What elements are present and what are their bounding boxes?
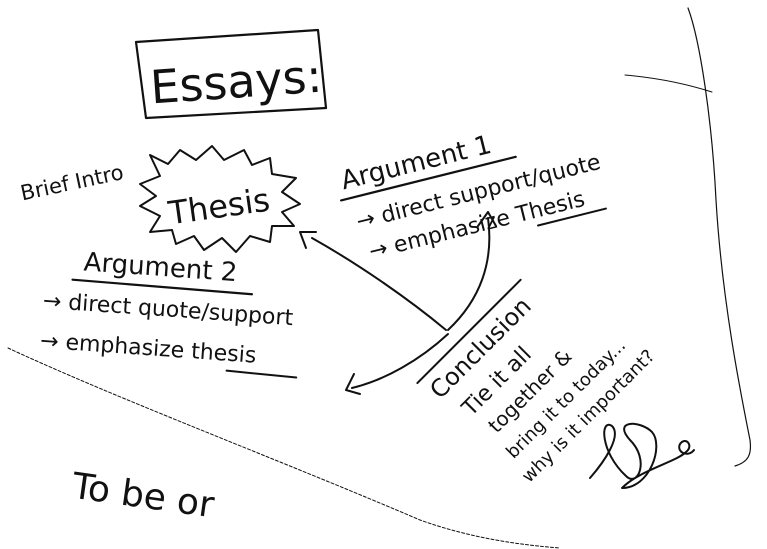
arrow-to-argument-1 (447, 211, 497, 331)
conclusion-block: Conclusion Tie it all together & bring i… (416, 278, 659, 487)
arrow-to-thesis (299, 231, 447, 331)
argument-2-bullet-2: → emphasize thesis (39, 329, 257, 369)
footer-text: To be or (69, 466, 217, 527)
arrow-to-argument-2 (345, 333, 449, 395)
paper-right-edge (687, 7, 752, 467)
conclusion-underline (416, 278, 522, 385)
thesis-starburst (139, 145, 301, 253)
argument-2-block: Argument 2 → direct quote/support → emph… (39, 247, 298, 379)
brief-intro-text: Brief Intro (18, 160, 125, 205)
title-box (134, 28, 328, 120)
argument-2-thesis-underline (225, 369, 298, 379)
brief-intro-label: Brief Intro (18, 160, 125, 205)
paper-top-fold (624, 74, 713, 93)
argument-2-bullet-1: → direct quote/support (42, 289, 294, 331)
thesis-label: Thesis (165, 181, 272, 233)
paper-bottom-edge (7, 347, 561, 549)
flourish-doodle (589, 422, 695, 489)
argument-2-underline (71, 278, 254, 296)
argument-1-thesis-underline (537, 207, 607, 227)
argument-1-block: Argument 1 → direct support/quote → emph… (338, 130, 607, 265)
argument-1-underline (339, 155, 517, 202)
page-title: Essays: (148, 49, 323, 115)
